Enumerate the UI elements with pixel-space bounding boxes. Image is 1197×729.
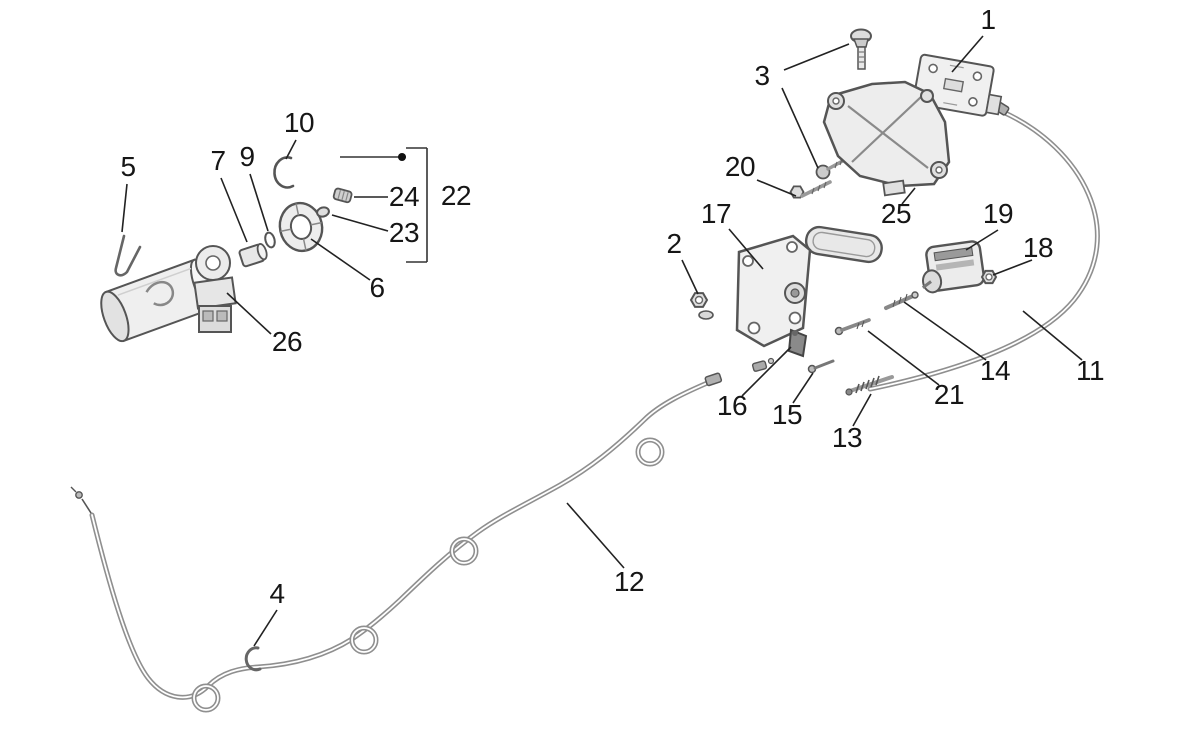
leader-line-13 xyxy=(852,393,872,427)
leader-line-5 xyxy=(121,183,128,233)
leader-line-18 xyxy=(992,259,1033,276)
part-10-circlip xyxy=(273,156,295,189)
part-15-pin xyxy=(807,359,835,374)
leader-line-10 xyxy=(285,139,297,160)
part-18-nut xyxy=(980,269,998,285)
part-2-nut xyxy=(689,292,714,320)
part-6-splined-ring xyxy=(278,201,324,253)
leader-line-6 xyxy=(310,238,371,281)
leader-line-12 xyxy=(566,502,625,569)
leader-line-4 xyxy=(253,609,278,647)
leader-line-20 xyxy=(756,179,797,197)
part-19-actuator xyxy=(921,240,986,294)
leader-line-9 xyxy=(249,173,269,232)
leader-line-1 xyxy=(951,35,984,73)
part-16-cam-lever xyxy=(787,328,808,358)
control-cable-long xyxy=(70,357,775,713)
leader-line-21 xyxy=(867,330,940,386)
leader-line-19 xyxy=(965,229,999,251)
plate-side-tab xyxy=(985,93,1003,116)
part-24-pin xyxy=(332,187,353,204)
leader-line-11 xyxy=(1022,310,1083,361)
leader-line-17 xyxy=(728,228,764,270)
leader-line-23 xyxy=(331,214,389,232)
leader-lines-layer xyxy=(121,35,1083,647)
cable-end-fitting-left xyxy=(70,486,92,514)
part-3-screw-top xyxy=(850,28,872,70)
part-5-wire-clip xyxy=(114,234,142,277)
part-26-lock-assembly xyxy=(100,245,237,343)
leader-line-3 xyxy=(781,87,819,169)
leader-line-14 xyxy=(903,301,987,361)
leader-line-2 xyxy=(681,259,699,295)
part-13-spring-rod xyxy=(845,375,894,396)
leader-line-15 xyxy=(792,372,814,404)
part-9-ring xyxy=(264,231,276,249)
part-7-bushing xyxy=(238,243,268,268)
callout-group-bracket-22 xyxy=(340,147,428,263)
leader-line-3 xyxy=(783,43,850,71)
part-21-threaded-pin xyxy=(834,318,871,336)
part-23-ring xyxy=(316,206,330,218)
leader-line-7 xyxy=(220,177,248,243)
part-20-bolt xyxy=(789,180,832,199)
leader-line-26 xyxy=(226,292,272,335)
part-25-support-bracket xyxy=(822,80,951,197)
cable-end-barrel-right xyxy=(704,372,723,387)
part-17-lever-bracket xyxy=(735,225,883,348)
part-14-screw xyxy=(884,291,919,310)
leader-line-16 xyxy=(741,346,792,397)
leader-line-25 xyxy=(901,187,916,205)
cable-adjuster xyxy=(751,357,775,372)
part-4-cable-clip xyxy=(244,646,262,672)
reference-dot xyxy=(398,153,406,161)
